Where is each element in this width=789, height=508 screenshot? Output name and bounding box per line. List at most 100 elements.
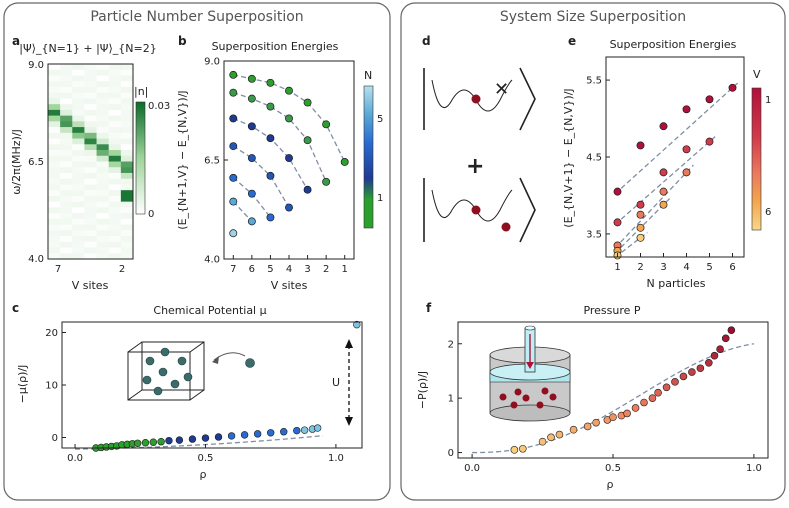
- heatmap-cell: [60, 75, 73, 82]
- chart-f-point: [716, 345, 724, 354]
- heatmap-cell: [108, 218, 122, 225]
- heatmap-cell: [60, 167, 73, 174]
- heatmap-cell: [120, 127, 134, 134]
- heatmap-cell: [108, 207, 122, 214]
- heatmap-cell: [48, 253, 61, 260]
- chart-c-point: [175, 436, 184, 444]
- chart-b-xtick-label: 7: [230, 264, 236, 275]
- heatmap-cell: [108, 69, 122, 76]
- chart-f-point: [710, 351, 719, 360]
- heatmap-cell: [60, 121, 73, 128]
- heatmap-cell: [84, 241, 97, 248]
- heatmap-cell: [96, 241, 110, 248]
- heatmap-cell: [48, 132, 61, 139]
- heatmap-cell: [108, 104, 122, 111]
- chart-e-point: [613, 187, 622, 196]
- heatmap-cell: [108, 230, 122, 237]
- blocked-hop-icon: ✕: [494, 79, 509, 100]
- chart-b-colorbar: [363, 85, 374, 229]
- heatmap-ylabel: ω/2π(MHz)/J: [10, 129, 23, 195]
- heatmap-cell: [48, 81, 61, 88]
- heatmap-cell: [60, 190, 73, 197]
- heatmap-cell: [120, 190, 134, 197]
- heatmap-cell: [120, 115, 134, 122]
- heatmap-cell: [120, 155, 134, 162]
- chart-c-ytick-label: 20: [45, 328, 58, 339]
- heatmap-cell: [72, 184, 85, 191]
- chart-b-point: [322, 177, 331, 186]
- chart-e-cbar-tick: 6: [765, 207, 771, 218]
- heatmap-cell: [120, 224, 134, 231]
- heatmap-cell: [120, 184, 134, 191]
- chart-f-point: [696, 364, 705, 373]
- chart-e-point: [682, 145, 691, 154]
- chart-f-title: Pressure P: [583, 304, 640, 317]
- heatmap-cell: [120, 92, 134, 99]
- chart-e-ytick-label: 3.5: [586, 229, 602, 240]
- chart-f-point: [679, 372, 688, 381]
- heatmap-cell: [60, 218, 73, 225]
- heatmap-cell: [48, 64, 61, 71]
- heatmap-cell: [96, 190, 110, 197]
- heatmap-xtick: 2: [119, 264, 125, 275]
- chart-c-xlabel: ρ: [200, 468, 207, 481]
- heatmap-colorbar: [135, 101, 146, 215]
- heatmap-cell: [48, 150, 61, 157]
- chart-f-ytick-label: 0: [448, 448, 454, 459]
- panel-letter-b: b: [178, 34, 187, 48]
- chart-c-point: [227, 432, 236, 440]
- chart-f-point: [519, 444, 527, 453]
- heatmap-cell: [108, 75, 122, 82]
- panel-letter-d: d: [422, 34, 431, 48]
- heatmap-cell: [60, 236, 73, 243]
- heatmap-cell: [84, 132, 97, 139]
- heatmap-cell: [108, 127, 122, 134]
- heatmap-cell: [48, 213, 61, 220]
- heatmap-cell: [96, 253, 110, 260]
- chart-e-point: [659, 187, 668, 196]
- heatmap-cell: [84, 81, 97, 88]
- chart-f-xtick-label: 0.0: [464, 463, 480, 474]
- heatmap-ytick: 6.5: [28, 157, 44, 168]
- chart-c-point: [133, 439, 142, 447]
- heatmap-cell: [72, 86, 85, 93]
- heatmap-cell: [60, 213, 73, 220]
- chart-e-point: [705, 95, 714, 104]
- heatmap-cell: [60, 81, 73, 88]
- heatmap-cell: [72, 150, 85, 157]
- heatmap-cell: [72, 236, 85, 243]
- chart-b-fit-line: [233, 92, 327, 183]
- chart-b-point: [266, 78, 275, 87]
- heatmap-cell: [84, 109, 97, 116]
- heatmap-cell: [84, 92, 97, 99]
- heatmap-cell: [96, 178, 110, 185]
- chart-b-point: [229, 70, 238, 79]
- heatmap-cell: [108, 150, 122, 157]
- heatmap-cell: [96, 121, 110, 128]
- chart-c-title: Chemical Potential μ: [153, 304, 266, 317]
- chart-c-point: [266, 429, 275, 437]
- panel-letter-c: c: [12, 301, 19, 315]
- heatmap-cell: [96, 81, 110, 88]
- heatmap-cell: [48, 167, 61, 174]
- heatmap-cell: [72, 144, 85, 151]
- heatmap-cell: [60, 138, 73, 145]
- heatmap-cell: [48, 109, 61, 116]
- heatmap-cell: [120, 86, 134, 93]
- heatmap-cell: [108, 167, 122, 174]
- chart-c-point: [253, 430, 262, 438]
- heatmap-cell: [60, 109, 73, 116]
- heatmap-cell: [84, 161, 97, 168]
- heatmap-cell: [84, 127, 97, 134]
- heatmap-cell: [108, 195, 122, 202]
- heatmap-cell: [72, 138, 85, 145]
- heatmap-cell: [84, 98, 97, 105]
- chart-b-point: [229, 197, 238, 206]
- heatmap-cell: [96, 184, 110, 191]
- chart-c-point: [141, 439, 150, 447]
- chart-f-xlabel: ρ: [607, 478, 614, 491]
- heatmap-cell: [60, 195, 73, 202]
- chart-b-point: [285, 203, 293, 212]
- chart-e-point: [705, 137, 714, 146]
